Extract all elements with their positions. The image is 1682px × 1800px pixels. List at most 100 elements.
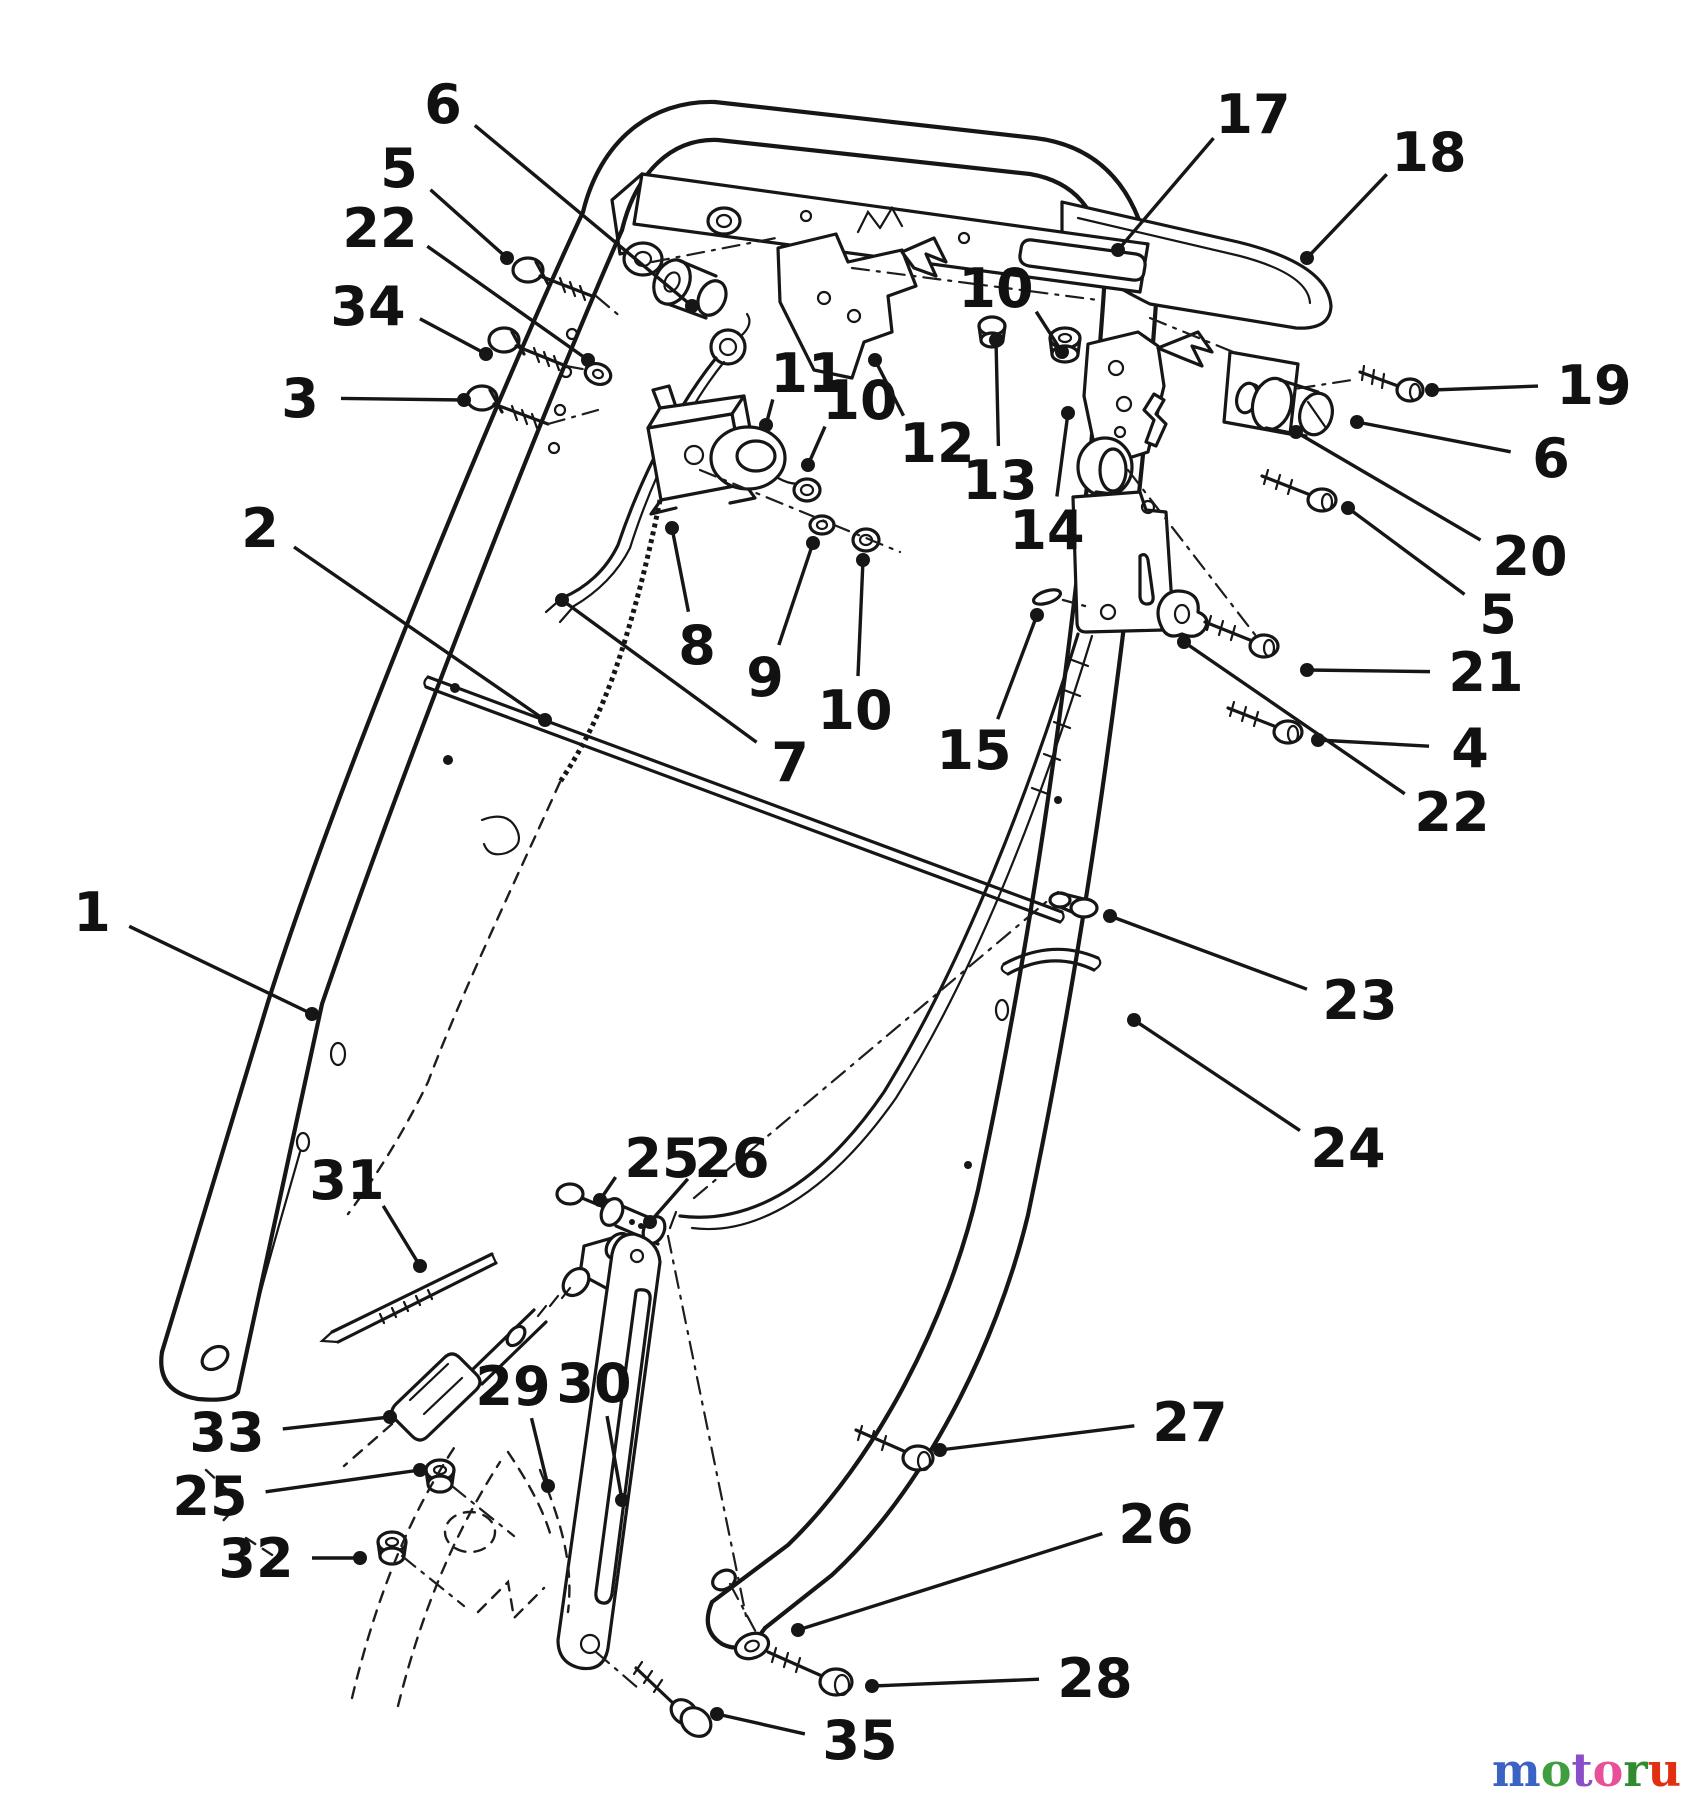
- leader-line-22: [426, 244, 589, 362]
- leader-dot-27: [933, 1443, 947, 1457]
- leader-line-24: [1133, 1018, 1301, 1132]
- part-label-23: 23: [1322, 969, 1397, 1032]
- part-label-31: 31: [309, 1149, 384, 1212]
- washer-22-left: [583, 362, 613, 386]
- leader-dot-31: [413, 1259, 427, 1273]
- part-label-35: 35: [822, 1709, 897, 1772]
- part-label-25: 25: [172, 1465, 247, 1528]
- part-label-20: 20: [1492, 525, 1567, 588]
- leader-dot-13: [989, 333, 1003, 347]
- part-label-26: 26: [694, 1127, 769, 1190]
- drive-cable: [678, 632, 1094, 1231]
- leader-dot-32: [353, 1551, 367, 1565]
- leader-dot-17: [1111, 243, 1125, 257]
- part-label-29: 29: [475, 1355, 550, 1418]
- part-label-15: 15: [936, 719, 1011, 782]
- leader-dot-19: [1425, 383, 1439, 397]
- leader-line-6: [473, 124, 694, 308]
- leader-dot-6: [1350, 415, 1364, 429]
- washer-22-right: [1156, 589, 1209, 638]
- retainer-clip: [1000, 947, 1102, 976]
- leader-line-5: [1346, 506, 1466, 596]
- cross-rod: [423, 675, 1065, 924]
- part-label-10: 10: [958, 257, 1033, 320]
- leader-line-22: [1183, 640, 1406, 796]
- leader-line-10: [856, 559, 865, 677]
- part-label-10: 10: [817, 679, 892, 742]
- leader-dot-8: [665, 521, 679, 535]
- part-label-2: 2: [241, 497, 279, 560]
- washer-9: [808, 514, 836, 536]
- leader-line-34: [419, 317, 487, 356]
- leader-line-1: [128, 924, 313, 1016]
- alignment-line: [594, 1234, 760, 1690]
- hex-nut-a: [792, 477, 822, 503]
- part-label-30: 30: [556, 1352, 631, 1415]
- watermark-logo: motoruf.de: [1492, 1743, 1682, 1797]
- leader-line-33: [282, 1415, 391, 1431]
- leader-line-6: [1356, 420, 1512, 454]
- adjustment-arm: [556, 1232, 662, 1671]
- part-label-32: 32: [218, 1527, 293, 1590]
- leader-dot-26: [791, 1623, 805, 1637]
- bolt-19: [1358, 364, 1425, 403]
- leader-dot-10: [856, 553, 870, 567]
- alignment-line: [1126, 316, 1258, 638]
- wire-pin: [319, 1252, 498, 1344]
- part-label-18: 18: [1391, 121, 1466, 184]
- leader-dot-18: [1300, 251, 1314, 265]
- part-label-1: 1: [73, 881, 111, 944]
- part-label-21: 21: [1448, 641, 1523, 704]
- leader-dot-22: [1177, 635, 1191, 649]
- part-label-22: 22: [1414, 781, 1489, 844]
- bolt-4: [1226, 700, 1304, 745]
- leader-dot-20: [1289, 425, 1303, 439]
- leader-line-19: [1431, 384, 1539, 392]
- part-label-22: 22: [342, 197, 417, 260]
- part-label-17: 17: [1215, 83, 1290, 146]
- alignment-line: [650, 236, 778, 264]
- part-label-26: 26: [1118, 1493, 1193, 1556]
- spade-terminal: [342, 1352, 482, 1468]
- leader-line-4: [1317, 738, 1430, 748]
- leader-line-8: [670, 527, 691, 613]
- cross-brace: [610, 172, 1150, 294]
- part-label-5: 5: [1479, 583, 1517, 646]
- leader-line-12: [873, 359, 906, 417]
- leader-dot-25: [593, 1193, 607, 1207]
- part-label-34: 34: [330, 275, 405, 338]
- part-label-27: 27: [1152, 1391, 1227, 1454]
- part-label-13: 13: [962, 449, 1037, 512]
- part-label-3: 3: [281, 367, 319, 430]
- leader-dot-5: [1341, 501, 1355, 515]
- leader-dot-15: [1030, 608, 1044, 622]
- part-label-19: 19: [1556, 354, 1631, 417]
- leader-line-7: [560, 598, 758, 744]
- leader-line-28: [871, 1677, 1040, 1688]
- part-label-12: 12: [899, 412, 974, 475]
- leader-dot-22: [581, 353, 595, 367]
- ghost-bracket: [204, 1446, 571, 1708]
- leader-dot-7: [555, 593, 569, 607]
- alignment-line: [546, 294, 624, 426]
- bushing-right: [1234, 376, 1334, 438]
- leader-dot-29: [541, 1479, 555, 1493]
- leader-dot-12: [868, 353, 882, 367]
- leader-line-23: [1109, 914, 1308, 991]
- part-label-33: 33: [189, 1401, 264, 1464]
- leader-line-3: [340, 396, 465, 402]
- part-label-9: 9: [746, 646, 784, 709]
- cable-end-fitting: [1142, 392, 1168, 448]
- leader-line-27: [939, 1424, 1135, 1452]
- leader-dot-24: [1127, 1013, 1141, 1027]
- leader-line-25: [265, 1468, 421, 1494]
- part-label-11: 11: [770, 342, 845, 405]
- leader-dot-21: [1300, 663, 1314, 677]
- part-label-8: 8: [678, 614, 716, 677]
- bolt-5-right: [1260, 468, 1338, 513]
- leader-line-20: [1295, 430, 1482, 542]
- bolt-5-left: [511, 256, 594, 302]
